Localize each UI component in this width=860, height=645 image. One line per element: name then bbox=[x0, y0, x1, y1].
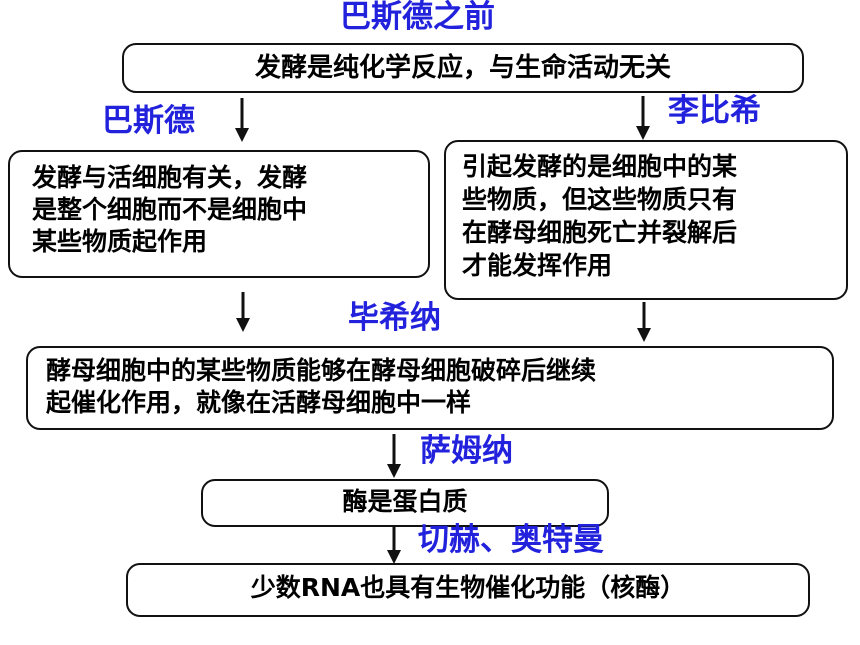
label-pasteur: 巴斯德 bbox=[102, 103, 195, 139]
arrow-down-right-to-buchner bbox=[637, 302, 651, 342]
box-pure-chemical-text: 发酵是纯化学反应，与生命活动无关 bbox=[254, 53, 671, 83]
label-liebig: 李比希 bbox=[668, 93, 761, 129]
box-pasteur-line-3: 某些物质起作用 bbox=[32, 227, 208, 256]
box-enzyme-protein: 酶是蛋白质 bbox=[201, 479, 609, 527]
box-pure-chemical: 发酵是纯化学反应，与生命活动无关 bbox=[122, 43, 804, 93]
arrow-down-sumner bbox=[387, 434, 401, 478]
label-buchner: 毕希纳 bbox=[348, 300, 441, 336]
box-enzyme-protein-text: 酶是蛋白质 bbox=[342, 487, 468, 516]
box-liebig-line-3: 在酵母细胞死亡并裂解后 bbox=[462, 218, 738, 247]
box-ribozyme-text: 少数RNA也具有生物催化功能（核酶） bbox=[250, 573, 686, 602]
box-liebig-line-2: 些物质，但这些物质只有 bbox=[462, 185, 738, 214]
box-buchner-line-1: 酵母细胞中的某些物质能够在酵母细胞破碎后继续 bbox=[46, 356, 597, 385]
arrow-down-pasteur bbox=[235, 98, 249, 142]
box-liebig-view: 引起发酵的是细胞中的某 些物质，但这些物质只有 在酵母细胞死亡并裂解后 才能发挥… bbox=[444, 140, 848, 300]
arrow-down-left-to-buchner bbox=[236, 292, 250, 332]
box-liebig-line-1: 引起发酵的是细胞中的某 bbox=[462, 152, 738, 181]
label-cech-altman: 切赫、奥特曼 bbox=[418, 522, 604, 558]
box-pasteur-line-2: 是整个细胞而不是细胞中 bbox=[32, 195, 308, 224]
label-before-pasteur: 巴斯德之前 bbox=[340, 0, 495, 35]
arrow-down-liebig bbox=[636, 96, 650, 140]
box-buchner-line-2: 起催化作用，就像在活酵母细胞中一样 bbox=[46, 388, 472, 417]
box-ribozyme: 少数RNA也具有生物催化功能（核酶） bbox=[126, 563, 810, 617]
box-pasteur-line-1: 发酵与活细胞有关，发酵 bbox=[32, 163, 308, 192]
label-sumner: 萨姆纳 bbox=[420, 433, 513, 469]
box-buchner-view: 酵母细胞中的某些物质能够在酵母细胞破碎后继续 起催化作用，就像在活酵母细胞中一样 bbox=[26, 346, 834, 430]
box-liebig-line-4: 才能发挥作用 bbox=[462, 251, 613, 280]
box-pasteur-view: 发酵与活细胞有关，发酵 是整个细胞而不是细胞中 某些物质起作用 bbox=[8, 150, 430, 278]
arrow-down-cech-altman bbox=[387, 526, 401, 564]
